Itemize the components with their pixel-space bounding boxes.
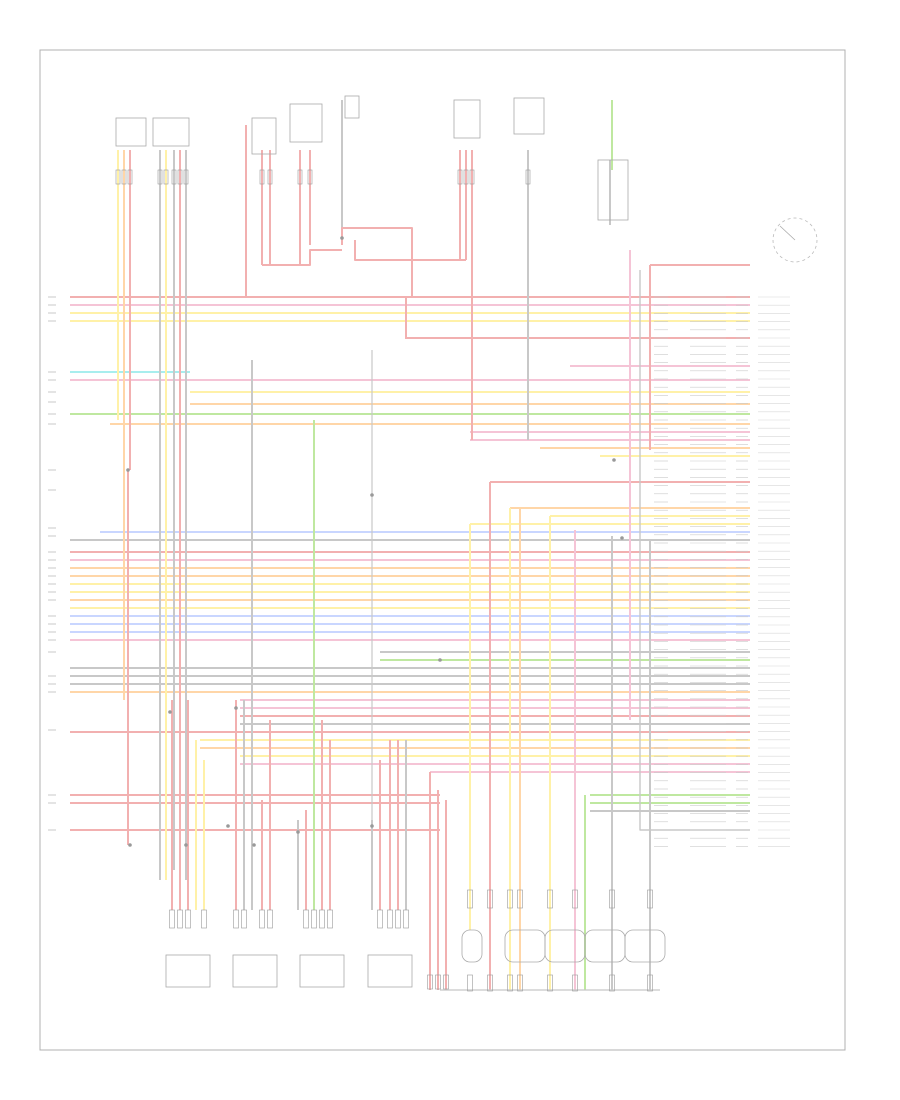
- pin-stub-icon: [163, 169, 169, 185]
- connector-icon: [251, 117, 277, 155]
- sensor-icon: [779, 225, 796, 241]
- pin-stub-icon: [609, 974, 615, 992]
- pin-stub-icon: [307, 169, 313, 185]
- pin-stub-icon: [507, 974, 513, 992]
- pin-stub-icon: [507, 889, 513, 909]
- pin-stub-icon: [572, 974, 578, 992]
- pin-stub-icon: [403, 909, 409, 929]
- pin-stub-icon: [457, 169, 463, 185]
- connector-icon: [513, 97, 545, 135]
- pin-stub-icon: [327, 909, 333, 929]
- pin-stub-icon: [547, 889, 553, 909]
- pin-stub-icon: [201, 909, 207, 929]
- connector-icon: [232, 954, 278, 988]
- pin-stub-icon: [525, 169, 531, 185]
- connector-icon: [299, 954, 345, 988]
- pin-stub-icon: [469, 169, 475, 185]
- pin-stub-icon: [467, 974, 473, 992]
- wire-loop: [354, 240, 466, 261]
- splice-icon: [128, 843, 132, 847]
- pin-stub-icon: [395, 909, 401, 929]
- pin-stub-icon: [259, 909, 265, 929]
- pin-stub-icon: [171, 169, 177, 185]
- pin-stub-icon: [387, 909, 393, 929]
- splice-icon: [370, 493, 374, 497]
- pin-stub-icon: [517, 889, 523, 909]
- sensor-icon: [584, 929, 626, 963]
- pin-stub-icon: [259, 169, 265, 185]
- connector-icon: [165, 954, 211, 988]
- pin-stub-icon: [303, 909, 309, 929]
- splice-icon: [168, 710, 172, 714]
- connector-icon: [367, 954, 413, 988]
- pin-stub-icon: [647, 889, 653, 909]
- splice-icon: [126, 468, 130, 472]
- connector-icon: [115, 117, 147, 147]
- connector-icon: [152, 117, 190, 147]
- pin-stub-icon: [267, 169, 273, 185]
- connector-icon: [344, 95, 360, 119]
- sensor-icon: [624, 929, 666, 963]
- pin-stub-icon: [169, 909, 175, 929]
- pin-stub-icon: [183, 169, 189, 185]
- pin-stub-icon: [267, 909, 273, 929]
- splice-icon: [226, 824, 230, 828]
- pin-stub-icon: [647, 974, 653, 992]
- connector-icon: [453, 99, 481, 139]
- pin-stub-icon: [427, 974, 433, 990]
- pin-stub-icon: [377, 909, 383, 929]
- diagram-frame: [39, 49, 846, 1051]
- pin-stub-icon: [157, 169, 163, 185]
- pin-stub-icon: [463, 169, 469, 185]
- pin-stub-icon: [487, 974, 493, 992]
- splice-icon: [612, 458, 616, 462]
- pin-stub-icon: [177, 169, 183, 185]
- connector-icon: [289, 103, 323, 143]
- pin-stub-icon: [185, 909, 191, 929]
- splice-icon: [234, 706, 238, 710]
- pin-stub-icon: [487, 889, 493, 909]
- pin-stub-icon: [517, 974, 523, 992]
- wire-drop: [639, 270, 750, 831]
- pin-stub-icon: [572, 889, 578, 909]
- splice-icon: [296, 830, 300, 834]
- sensor-icon: [772, 217, 818, 263]
- component-layer: [48, 95, 818, 992]
- pin-stub-icon: [311, 909, 317, 929]
- sensor-icon: [461, 929, 483, 963]
- pin-stub-icon: [121, 169, 127, 185]
- pin-stub-icon: [435, 974, 441, 990]
- splice-icon: [370, 824, 374, 828]
- pin-stub-icon: [127, 169, 133, 185]
- pin-stub-icon: [297, 169, 303, 185]
- pin-stub-icon: [609, 889, 615, 909]
- connector-icon: [597, 159, 629, 221]
- pin-stub-icon: [443, 974, 449, 990]
- pin-stub-icon: [319, 909, 325, 929]
- wire-loop: [341, 227, 413, 297]
- splice-icon: [184, 843, 188, 847]
- splice-icon: [438, 658, 442, 662]
- pin-stub-icon: [467, 889, 473, 909]
- pin-stub-icon: [115, 169, 121, 185]
- splice-icon: [620, 536, 624, 540]
- pin-stub-icon: [177, 909, 183, 929]
- wire-loop: [262, 249, 342, 266]
- pin-stub-icon: [547, 974, 553, 992]
- splice-icon: [252, 843, 256, 847]
- splice-icon: [340, 236, 344, 240]
- pin-stub-icon: [233, 909, 239, 929]
- pin-stub-icon: [241, 909, 247, 929]
- wire-layer: [70, 100, 750, 991]
